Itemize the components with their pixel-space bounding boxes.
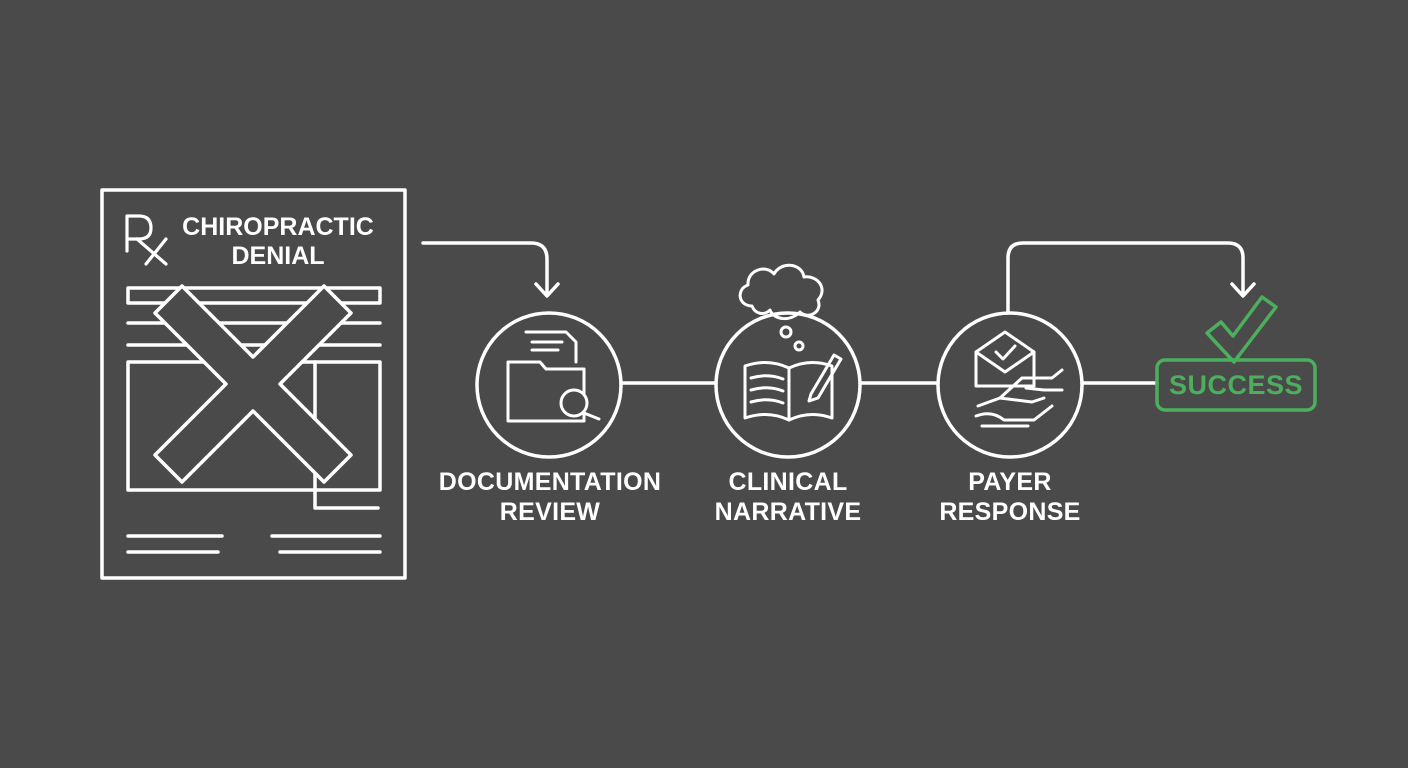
step-circle-documentation-review — [475, 311, 623, 459]
step-label-line1: DOCUMENTATION — [438, 468, 662, 496]
step-circle-payer-response — [936, 311, 1084, 459]
step-label-line2: RESPONSE — [939, 498, 1081, 526]
step-label-line1: PAYER — [968, 468, 1052, 496]
denial-title-line1: CHIROPRACTIC — [182, 213, 374, 241]
step-label-line2: NARRATIVE — [714, 498, 862, 526]
rx-icon — [125, 214, 168, 266]
arrow-to-documentation-review — [421, 241, 560, 298]
envelope-handshake-icon — [974, 330, 1064, 428]
success-badge — [1155, 358, 1317, 412]
step-label-clinical-narrative: CLINICAL NARRATIVE — [648, 467, 928, 527]
step-label-line1: CLINICAL — [728, 468, 848, 496]
book-pen-thought-icon — [738, 263, 843, 422]
checkmark-icon — [1205, 295, 1278, 364]
arrow-to-success — [1006, 241, 1256, 315]
step-label-payer-response: PAYER RESPONSE — [870, 467, 1150, 527]
folder-magnifier-icon — [506, 330, 601, 423]
step-circle-clinical-narrative — [714, 311, 862, 459]
large-x-icon — [153, 284, 353, 484]
step-label-documentation-review: DOCUMENTATION REVIEW — [410, 467, 690, 527]
step-label-line2: REVIEW — [499, 498, 601, 526]
denial-title: CHIROPRACTIC DENIAL — [168, 213, 388, 271]
denial-title-line2: DENIAL — [231, 242, 325, 270]
success-label: SUCCESS — [1168, 370, 1304, 400]
